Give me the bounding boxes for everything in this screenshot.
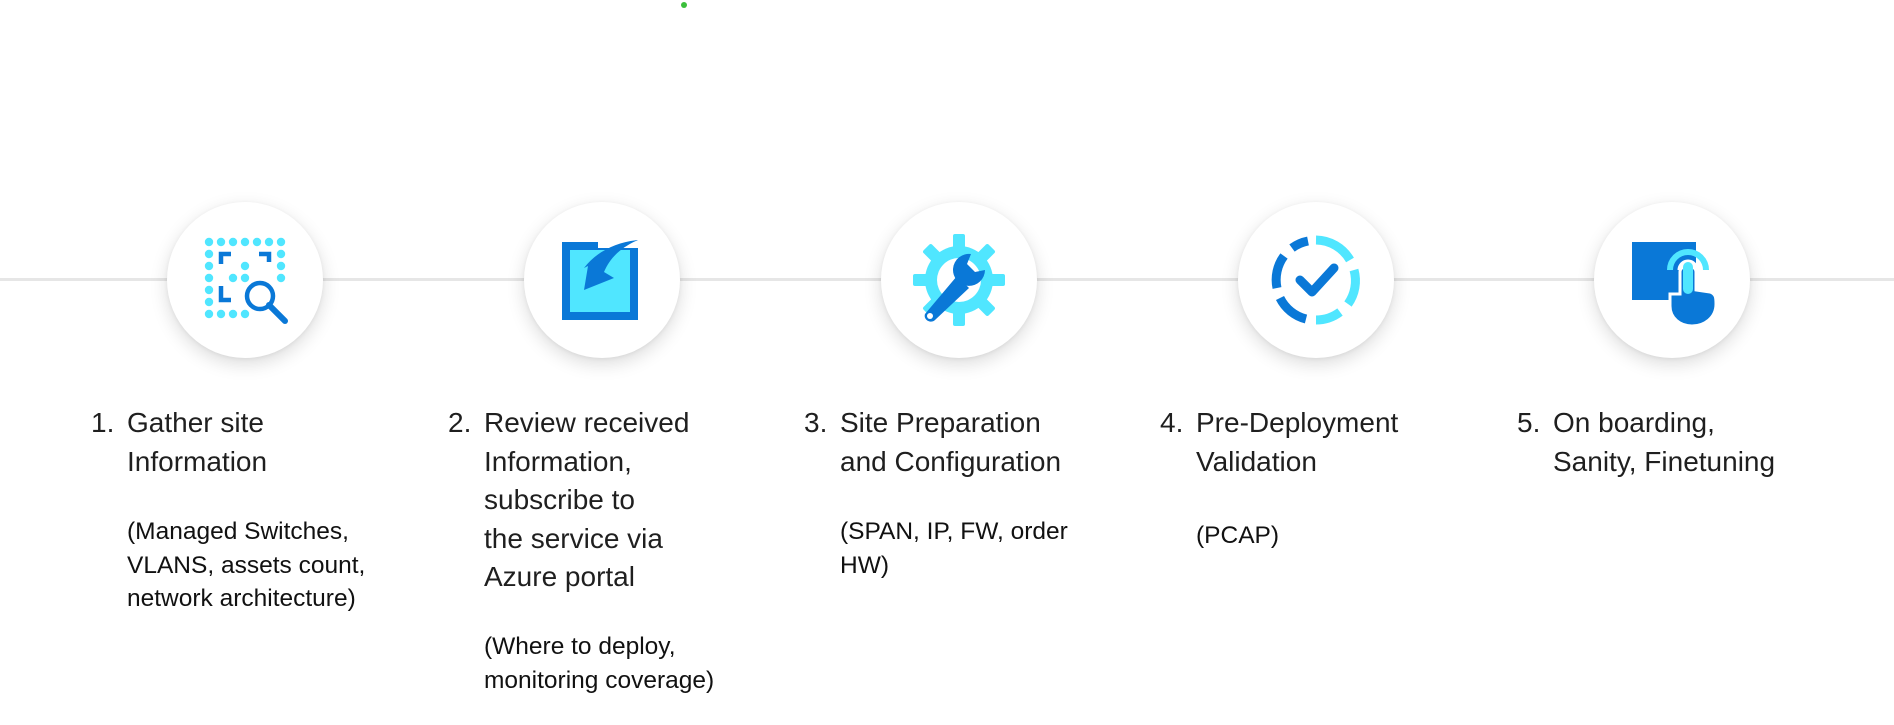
step-5-title-line: Sanity, Finetuning	[1553, 445, 1776, 477]
step-1-title: 1. Gather site Information	[91, 404, 267, 481]
step-4-title-line: Validation	[1196, 445, 1317, 477]
step-1-title-line: Information	[127, 445, 268, 477]
step-1-detail-line: (Managed Switches,	[127, 518, 349, 545]
step-2-detail-line: (Where to deploy,	[484, 633, 676, 660]
step-4-title: 4. Pre-Deployment Validation	[1160, 404, 1398, 481]
step-5-title: 5. On boarding, Sanity, Finetuning	[1517, 404, 1775, 481]
step-4-detail-line: (PCAP)	[1196, 522, 1280, 549]
step-2-icon-circle	[524, 202, 680, 358]
step-1-detail: (Managed Switches, VLANS, assets count, …	[91, 515, 365, 616]
step-2-title-line: Azure portal	[484, 561, 635, 592]
step-2-detail: (Where to deploy, monitoring coverage)	[448, 630, 714, 697]
validation-check-icon	[1271, 235, 1360, 325]
step-1-detail-line: VLANS, assets count,	[127, 551, 366, 579]
review-subscribe-icon	[562, 238, 638, 320]
step-4-number: 4.	[1160, 407, 1184, 438]
step-3-title: 3. Site Preparation and Configuration	[804, 404, 1061, 481]
step-2-title-line: Information,	[484, 445, 632, 477]
gear-wrench-icon	[913, 234, 1005, 326]
step-1-title-line: Gather site	[127, 407, 264, 438]
step-3-detail-line: (SPAN, IP, FW, order	[840, 518, 1068, 545]
step-2-title-line: the service via	[484, 522, 663, 554]
step-2-title: 2. Review received Information, subscrib…	[448, 404, 689, 597]
step-3-number: 3.	[804, 407, 828, 438]
marker-dot	[681, 2, 687, 8]
step-5-title-line: On boarding,	[1553, 407, 1715, 438]
step-1-icon-circle	[167, 202, 323, 358]
step-4-icon-circle	[1238, 202, 1394, 358]
step-3-detail: (SPAN, IP, FW, order HW)	[804, 515, 1068, 582]
step-2-detail-line: monitoring coverage)	[484, 666, 715, 694]
step-2-number: 2.	[448, 407, 472, 438]
step-2-title-line: Review received	[484, 407, 690, 438]
site-scan-search-icon	[204, 237, 288, 324]
step-3-icon-circle	[881, 202, 1037, 358]
step-1-detail-line: network architecture)	[127, 585, 356, 612]
step-4-title-line: Pre-Deployment	[1196, 407, 1399, 438]
step-3-title-line: and Configuration	[840, 445, 1062, 477]
step-3-title-line: Site Preparation	[840, 407, 1041, 438]
step-5-icon-circle	[1594, 202, 1750, 358]
step-4-detail: (PCAP)	[1160, 519, 1279, 553]
step-3-detail-line: HW)	[840, 551, 889, 579]
step-2-title-line: subscribe to	[484, 484, 635, 515]
step-1-number: 1.	[91, 407, 115, 438]
step-5-number: 5.	[1517, 407, 1541, 438]
touch-onboarding-icon	[1632, 242, 1718, 328]
